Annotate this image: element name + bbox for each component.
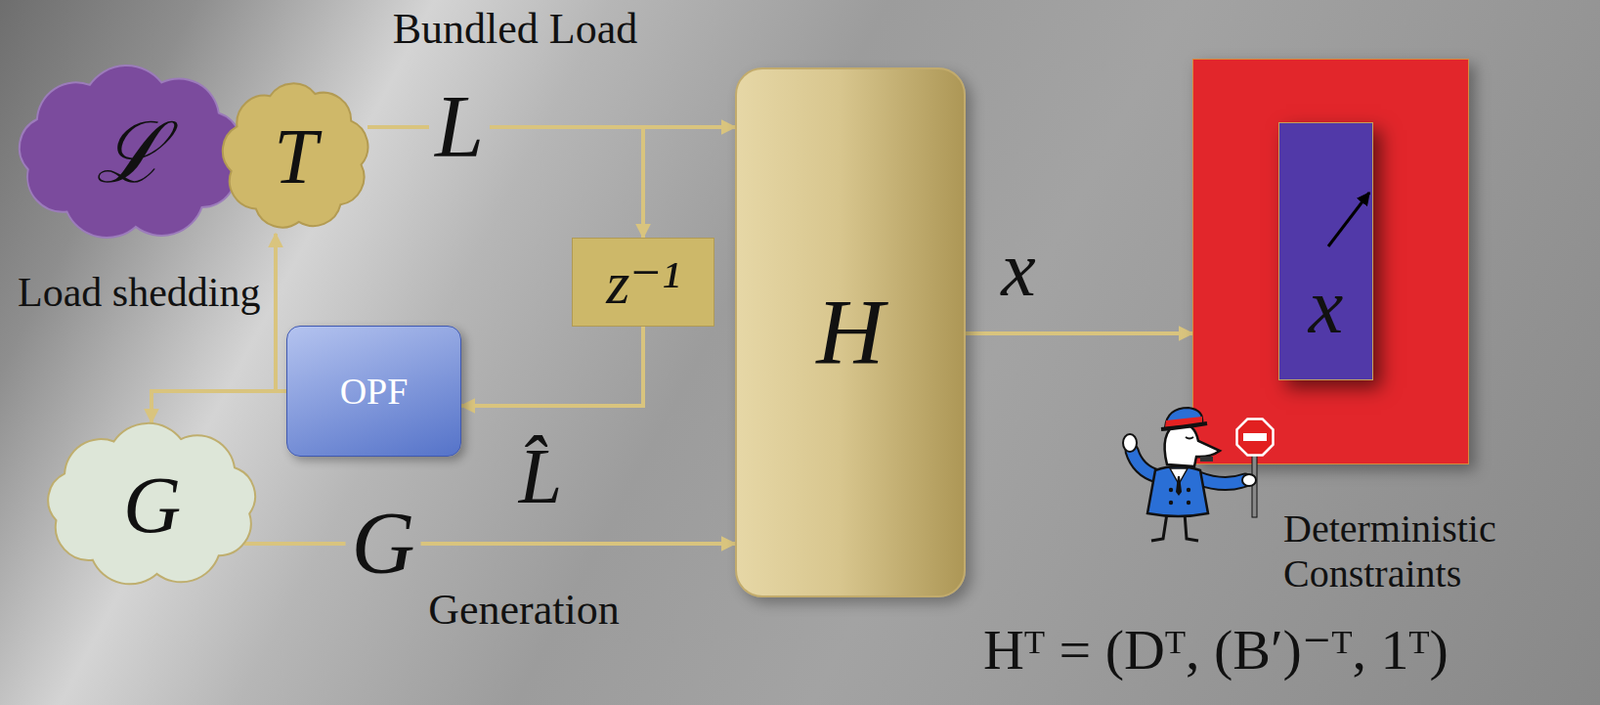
region-caption: Deterministic Constraints: [1283, 506, 1577, 597]
load-signal: L: [434, 83, 484, 172]
signal-arrow: [367, 127, 644, 238]
signal-arrow: [461, 326, 644, 406]
officer-tie: [1175, 475, 1182, 496]
signal-arrow: [965, 331, 1193, 336]
officer-eye: [1185, 436, 1194, 439]
opf-block: OPF: [286, 325, 462, 457]
coat-button: [1186, 500, 1191, 505]
feasible-region: x: [1278, 122, 1374, 381]
stop-sign: [1237, 419, 1274, 456]
vector-line: [1328, 192, 1370, 247]
node-symbol: x: [1308, 266, 1344, 346]
coat-button: [1186, 487, 1191, 492]
load-cloud: ℒ: [7, 61, 254, 245]
generation-signal: G: [351, 499, 416, 588]
officer-hand: [1242, 474, 1256, 486]
officer-coat: [1147, 466, 1209, 517]
officer-arm-outline: [1198, 477, 1246, 484]
constraint-region: xDeterministic Constraints: [1192, 58, 1470, 465]
delay-block: z⁻¹: [571, 237, 715, 327]
matrix-formula: Hᵀ = (Dᵀ, (B′)⁻ᵀ, 1ᵀ): [983, 621, 1449, 679]
generation-cloud: G: [36, 418, 268, 592]
delayed-load-signal: L̂: [518, 436, 563, 516]
node-symbol: T: [273, 117, 318, 196]
officer-whistle: [1200, 456, 1213, 462]
control-label: Load shedding: [17, 271, 260, 313]
node-symbol: z⁻¹: [605, 252, 680, 313]
cap-brim: [1161, 423, 1208, 430]
officer-hand: [1123, 433, 1137, 452]
signal-arrow: [244, 541, 736, 546]
traffic-officer: [1108, 393, 1285, 546]
stop-bar: [1243, 432, 1267, 441]
state-signal: x: [1000, 229, 1037, 308]
section-heading: Generation: [428, 588, 619, 632]
officer-arm: [1131, 450, 1158, 476]
node-symbol: G: [123, 465, 181, 546]
officer-arm: [1198, 477, 1246, 484]
node-symbol: ℒ: [95, 111, 167, 196]
cloud-shape: [222, 83, 369, 227]
transfer-matrix-block: H: [735, 67, 966, 598]
cloud-shape: [47, 423, 256, 584]
tie-cloud: T: [212, 73, 380, 240]
signal-arrow: [151, 390, 287, 423]
coat-button: [1168, 487, 1173, 492]
officer-arm-outline: [1131, 450, 1158, 476]
coat-button: [1168, 500, 1173, 505]
signal-arrow: [275, 233, 287, 391]
node-symbol: H: [816, 285, 884, 380]
section-heading: Bundled Load: [392, 7, 639, 51]
node-symbol: OPF: [340, 372, 409, 410]
cloud-shape: [19, 65, 242, 238]
